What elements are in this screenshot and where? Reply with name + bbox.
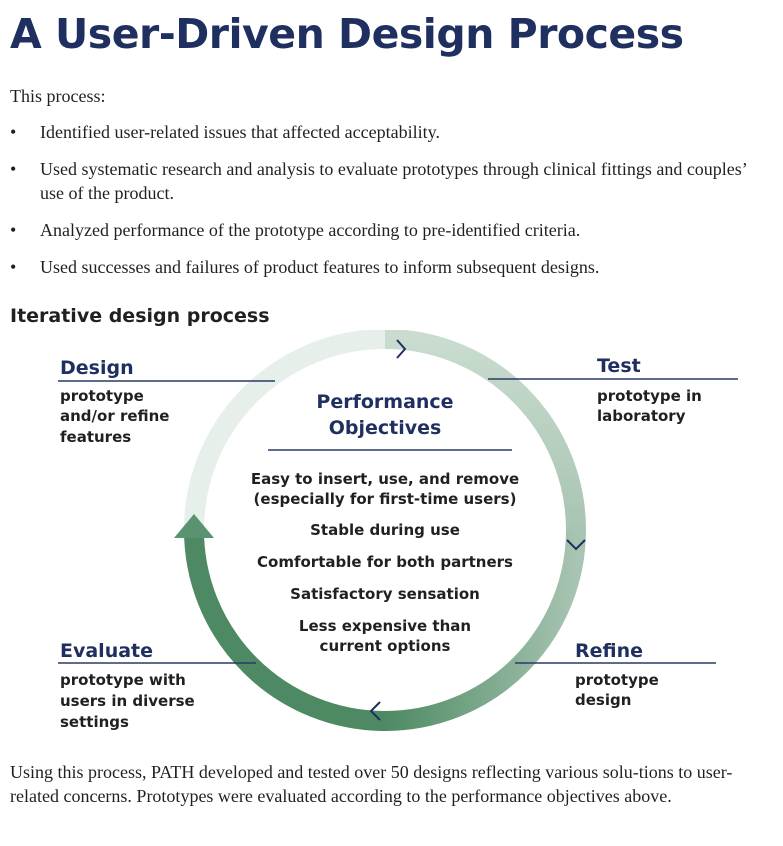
stage-refine-desc-line: prototype — [575, 671, 659, 689]
stage-design-title: Design — [60, 357, 134, 379]
stage-design: Design prototype and/or refine features — [60, 357, 169, 446]
arrow-chevron-right — [566, 539, 586, 551]
stage-refine-desc-line: design — [575, 691, 631, 709]
cycle-arc-top — [184, 330, 386, 531]
cycle-arc-upper-right — [384, 330, 586, 531]
bullet-text: Analyzed performance of the prototype ac… — [40, 220, 581, 240]
objectives-title-line: Objectives — [329, 417, 442, 439]
performance-objectives: Performance Objectives Easy to insert, u… — [251, 391, 519, 655]
cycle-arc-lower-right — [384, 529, 586, 731]
bullet-item: • Used successes and failures of product … — [10, 255, 770, 279]
stage-evaluate-desc-line: prototype with — [60, 671, 186, 689]
stage-evaluate-title: Evaluate — [60, 640, 153, 662]
page-title: A User-Driven Design Process — [10, 10, 684, 58]
stage-test: Test prototype in laboratory — [597, 355, 702, 425]
arrow-chevron-bottom — [369, 701, 381, 721]
cycle-arc-lower-left — [184, 529, 386, 731]
stage-test-desc-line: laboratory — [597, 407, 686, 425]
objective-line: (especially for first-time users) — [254, 490, 517, 508]
footer-text: Using this process, PATH developed and t… — [10, 762, 733, 806]
bullet-text: Used successes and failures of product f… — [40, 257, 600, 277]
diagram-heading: Iterative design process — [10, 305, 270, 327]
bullet-list: • Identified user-related issues that aff… — [10, 120, 770, 292]
objective-line: current options — [320, 637, 451, 655]
bullet-dot: • — [10, 220, 17, 240]
arrow-chevron-top — [396, 339, 407, 359]
bullet-dot: • — [10, 159, 17, 179]
intro-text: This process: — [10, 86, 106, 106]
stage-evaluate-desc-line: users in diverse — [60, 692, 195, 710]
objective-line: Stable during use — [310, 521, 460, 539]
objective-line: Satisfactory sensation — [290, 585, 480, 603]
stage-refine: Refine prototype design — [575, 640, 659, 709]
stage-evaluate-desc-line: settings — [60, 713, 129, 731]
stage-test-title: Test — [597, 355, 641, 377]
bullet-text: Identified user-related issues that affe… — [40, 122, 440, 142]
stage-design-desc-line: features — [60, 428, 131, 446]
bullet-dot: • — [10, 122, 17, 142]
stage-refine-title: Refine — [575, 640, 643, 662]
iterative-cycle-diagram: Design prototype and/or refine features … — [58, 330, 738, 731]
bullet-dot: • — [10, 257, 17, 277]
objective-line: Comfortable for both partners — [257, 553, 513, 571]
bullet-item: • Used systematic research and analysis t… — [10, 157, 770, 205]
stage-evaluate: Evaluate prototype with users in diverse… — [60, 640, 195, 731]
objectives-title-line: Performance — [316, 391, 453, 413]
stage-design-desc-line: and/or refine — [60, 407, 169, 425]
bullet-item: • Analyzed performance of the prototype a… — [10, 218, 770, 242]
stage-test-desc-line: prototype in — [597, 387, 702, 405]
bullet-text: Used systematic research and analysis to… — [40, 159, 747, 203]
stage-design-desc-line: prototype — [60, 387, 144, 405]
objective-line: Easy to insert, use, and remove — [251, 470, 519, 488]
bullet-item: • Identified user-related issues that aff… — [10, 120, 770, 144]
objective-line: Less expensive than — [299, 617, 471, 635]
arrow-head-up-left — [174, 514, 214, 538]
